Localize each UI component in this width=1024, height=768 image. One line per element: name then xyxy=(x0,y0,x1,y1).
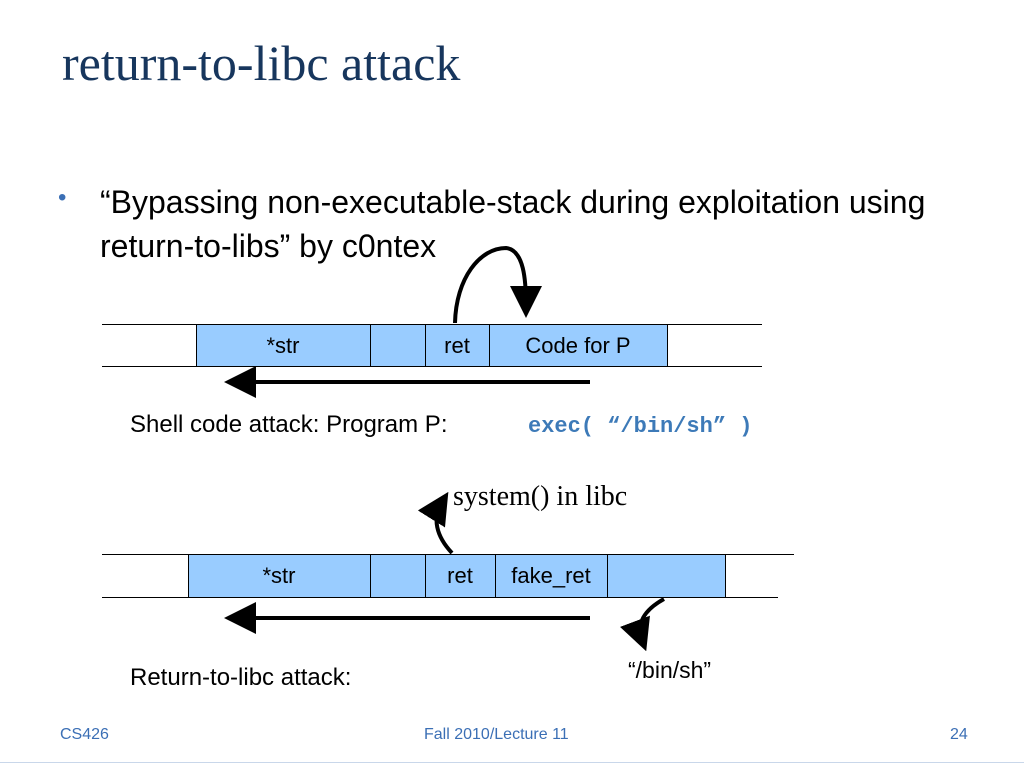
footer-lecture: Fall 2010/Lecture 11 xyxy=(424,726,569,743)
stack-top-border xyxy=(102,324,762,325)
stack-top-border xyxy=(102,554,794,555)
cell-divider xyxy=(188,555,189,597)
stack-bottom-border xyxy=(102,597,778,598)
cell-divider xyxy=(425,325,426,366)
bullet-item: • “Bypassing non-executable-stack during… xyxy=(58,180,938,268)
bullet-dot-icon: • xyxy=(58,184,67,211)
stack-cell-arg xyxy=(607,555,725,597)
stack-cell-code: Code for P xyxy=(489,325,667,366)
exec-code: exec( “/bin/sh” ) xyxy=(528,414,753,439)
footer-course: CS426 xyxy=(60,726,109,743)
cell-divider xyxy=(667,325,668,366)
cell-divider xyxy=(495,555,496,597)
stack-cell-fake-ret: fake_ret xyxy=(495,555,607,597)
jump-arrow-icon xyxy=(453,245,542,324)
stack-cell-empty xyxy=(370,325,425,366)
stack-cell-ret: ret xyxy=(425,555,495,597)
stack-cell-ret: ret xyxy=(425,325,489,366)
shellcode-caption: Shell code attack: Program P: xyxy=(130,411,448,438)
binsh-label: “/bin/sh” xyxy=(628,657,712,683)
stack-cell-str: *str xyxy=(196,325,370,366)
cell-divider xyxy=(489,325,490,366)
cell-divider xyxy=(370,325,371,366)
system-libc-label: system() in libc xyxy=(453,481,628,512)
cell-divider xyxy=(425,555,426,597)
bullet-text: “Bypassing non-executable-stack during e… xyxy=(100,184,926,264)
slide-title: return-to-libc attack xyxy=(62,35,461,91)
stack-cell-empty xyxy=(370,555,425,597)
system-arrow-icon xyxy=(417,491,454,555)
cell-divider xyxy=(196,325,197,366)
return-to-libc-caption: Return-to-libc attack: xyxy=(130,664,352,691)
cell-divider xyxy=(607,555,608,597)
cell-divider xyxy=(725,555,726,597)
stack-bottom-border xyxy=(102,366,762,367)
binsh-arrow-icon xyxy=(620,597,665,652)
cell-divider xyxy=(370,555,371,597)
footer-page-number: 24 xyxy=(950,726,968,743)
stack-cell-str: *str xyxy=(188,555,370,597)
footer-rule xyxy=(0,762,1024,763)
